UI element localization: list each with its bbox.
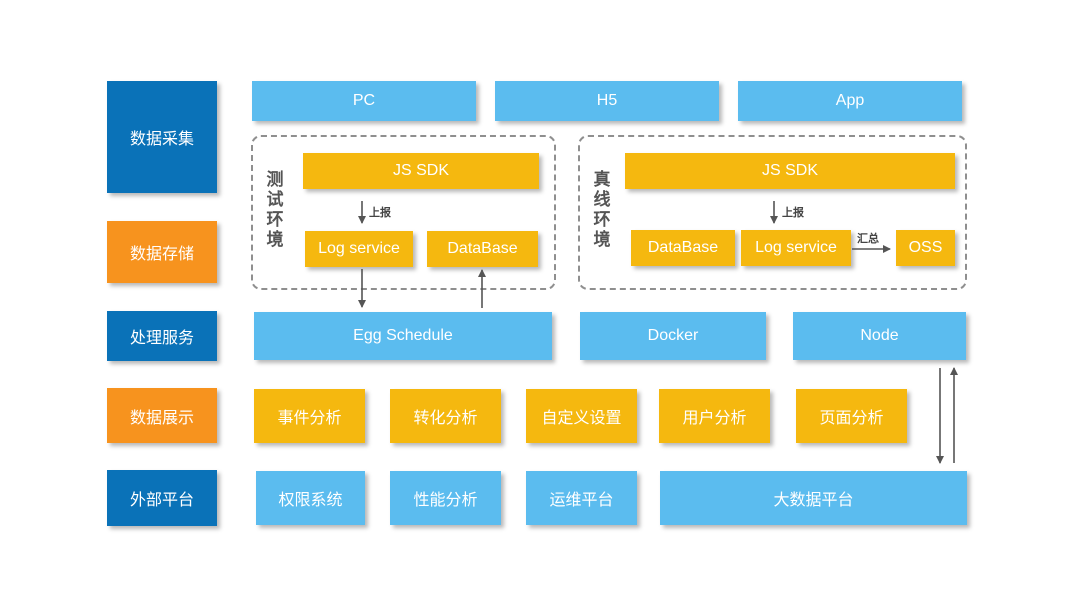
display-label: 用户分析 xyxy=(682,410,747,427)
test-database: DataBase xyxy=(427,231,538,267)
service-label: Egg Schedule xyxy=(353,327,453,344)
title-char: 境 xyxy=(593,230,611,250)
prod-oss: OSS xyxy=(896,230,955,266)
node-label: JS SDK xyxy=(392,162,449,179)
test-js-sdk: JS SDK xyxy=(303,153,539,189)
external-label: 性能分析 xyxy=(413,492,478,509)
test-env-title: 测 试 环 境 xyxy=(265,170,285,250)
layer-label-text: 外部平台 xyxy=(129,492,194,509)
display-label: 自定义设置 xyxy=(541,410,622,427)
test-env-container xyxy=(251,135,556,290)
external-performance: 性能分析 xyxy=(390,471,501,525)
external-ops-platform: 运维平台 xyxy=(526,471,637,525)
client-app: App xyxy=(738,81,962,121)
prod-js-sdk: JS SDK xyxy=(625,153,955,189)
layer-label-storage: 数据存储 xyxy=(107,221,217,283)
external-label: 权限系统 xyxy=(278,492,343,509)
title-char: 线 xyxy=(593,190,611,210)
service-label: Node xyxy=(860,327,899,344)
display-label: 事件分析 xyxy=(277,410,342,427)
layer-label-text: 数据存储 xyxy=(129,246,194,263)
external-bigdata-platform: 大数据平台 xyxy=(660,471,967,525)
layer-label-processing: 处理服务 xyxy=(107,311,217,361)
prod-database: DataBase xyxy=(631,230,735,266)
aggregate-label: 汇总 xyxy=(857,232,879,245)
layer-label-text: 处理服务 xyxy=(129,330,194,347)
layer-label-collection: 数据采集 xyxy=(107,81,217,193)
client-label: H5 xyxy=(596,92,618,109)
prod-env-title: 真 线 环 境 xyxy=(592,170,612,250)
title-char: 环 xyxy=(593,210,611,230)
layer-label-text: 数据采集 xyxy=(129,131,194,148)
node-label: OSS xyxy=(908,239,943,256)
display-custom-settings: 自定义设置 xyxy=(526,389,637,443)
display-page-analysis: 页面分析 xyxy=(796,389,907,443)
display-event-analysis: 事件分析 xyxy=(254,389,365,443)
node-label: Log service xyxy=(318,240,400,257)
node-label: Log service xyxy=(755,239,837,256)
external-permission-system: 权限系统 xyxy=(256,471,365,525)
prod-env-container xyxy=(578,135,967,290)
title-char: 环 xyxy=(266,210,284,230)
display-label: 转化分析 xyxy=(413,410,478,427)
display-conversion-analysis: 转化分析 xyxy=(390,389,501,443)
service-node: Node xyxy=(793,312,966,360)
title-char: 测 xyxy=(266,170,284,190)
display-label: 页面分析 xyxy=(819,410,884,427)
service-docker: Docker xyxy=(580,312,766,360)
title-char: 真 xyxy=(593,170,611,190)
external-label: 运维平台 xyxy=(549,492,614,509)
node-label: JS SDK xyxy=(761,162,818,179)
client-h5: H5 xyxy=(495,81,719,121)
prod-report-label: 上报 xyxy=(782,206,804,219)
title-char: 试 xyxy=(266,190,284,210)
client-label: App xyxy=(835,92,865,109)
layer-label-display: 数据展示 xyxy=(107,388,217,443)
service-label: Docker xyxy=(647,327,699,344)
service-egg-schedule: Egg Schedule xyxy=(254,312,552,360)
title-char: 境 xyxy=(266,230,284,250)
prod-log-service: Log service xyxy=(741,230,851,266)
test-log-service: Log service xyxy=(305,231,413,267)
node-label: DataBase xyxy=(447,240,518,257)
test-report-label: 上报 xyxy=(369,206,391,219)
layer-label-text: 数据展示 xyxy=(129,409,194,427)
external-label: 大数据平台 xyxy=(773,492,854,509)
node-label: DataBase xyxy=(647,239,719,256)
display-user-analysis: 用户分析 xyxy=(659,389,770,443)
client-label: PC xyxy=(352,92,376,109)
client-pc: PC xyxy=(252,81,476,121)
layer-label-external: 外部平台 xyxy=(107,470,217,526)
